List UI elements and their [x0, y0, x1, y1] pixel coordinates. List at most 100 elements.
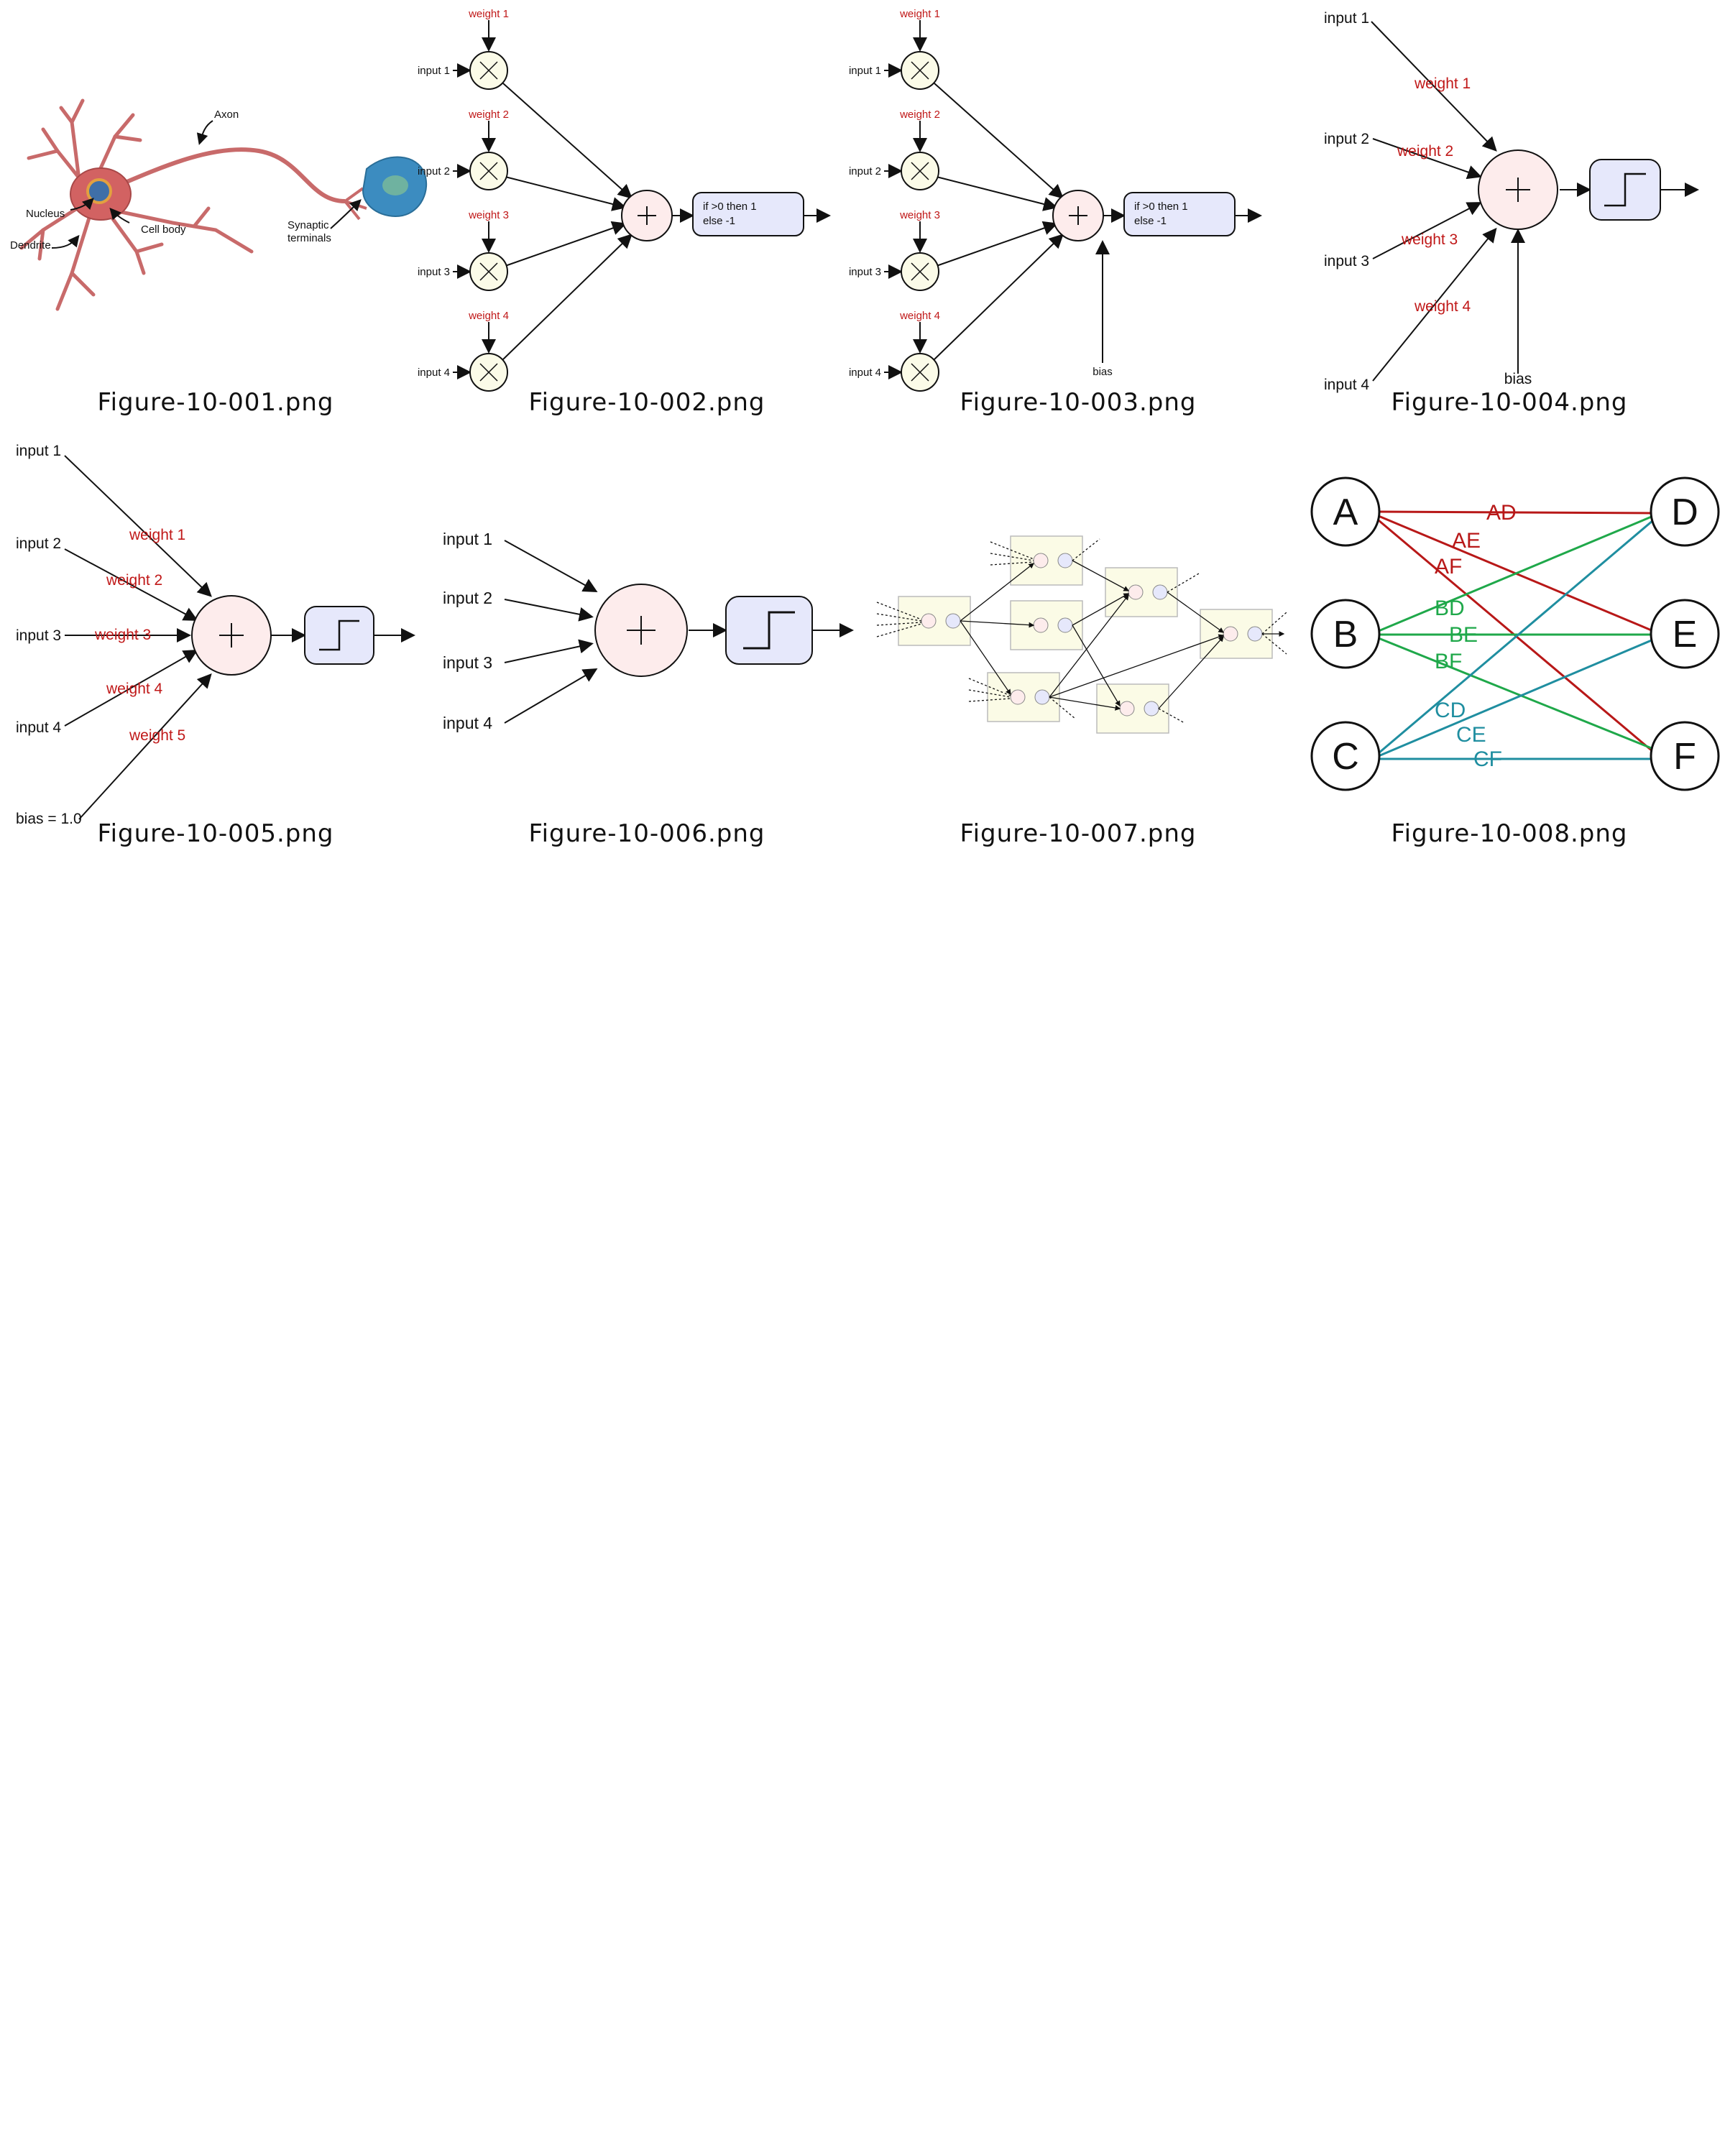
- dendrite-label: Dendrite: [10, 239, 51, 252]
- nucleus-shape: [86, 178, 112, 204]
- figure-tile-8: AD AE AF BD BE BF CD CE CF A B C D E F F…: [1294, 431, 1725, 862]
- simple-perceptron-diagram: input 1 input 2 input 3 input 4: [443, 530, 854, 732]
- axon-label: Axon: [214, 109, 239, 121]
- bias-label: bias: [1504, 371, 1532, 387]
- activation-line-2: else -1: [703, 215, 735, 227]
- sum-node: [621, 190, 673, 241]
- network-unit: [1010, 600, 1083, 650]
- multiply-node-1: [901, 51, 939, 90]
- input-label: input 4: [1324, 377, 1369, 393]
- sum-node: [1052, 190, 1104, 241]
- figure-tile-2: if >0 then 1 else -1 weight 1 weight 2 w…: [418, 0, 862, 431]
- network-unit: [1105, 567, 1178, 617]
- input-label: input 2: [16, 535, 61, 552]
- input-label: input 4: [443, 714, 492, 732]
- multiply-node-1: [469, 51, 508, 90]
- figure-tile-6: input 1 input 2 input 3 input 4 Figure-1…: [431, 431, 862, 862]
- sum-node: [191, 595, 272, 676]
- svg-text:F: F: [1673, 736, 1696, 778]
- figure-tile-1: Axon Nucleus Cell body Dendrite Synaptic…: [0, 0, 431, 431]
- input-label: input 1: [418, 65, 450, 77]
- step-activation-box: [1589, 159, 1661, 221]
- sum-node: [1478, 149, 1558, 230]
- multiply-node-4: [469, 353, 508, 392]
- svg-text:A: A: [1333, 492, 1358, 533]
- edge-label: AE: [1452, 529, 1481, 553]
- figure-caption: Figure-10-005.png: [97, 819, 334, 848]
- terminals-label: terminals: [288, 232, 331, 244]
- bias-label: bias = 1.0: [16, 811, 82, 827]
- cell-body-label: Cell body: [141, 224, 186, 236]
- network-unit: [1010, 535, 1083, 586]
- input-label: input 2: [418, 165, 450, 178]
- input-label: input 2: [1324, 131, 1369, 147]
- perceptron-bias-diagram: if >0 then 1 else -1 bias weight 1 weigh…: [849, 8, 1262, 392]
- network-unit: [987, 672, 1060, 722]
- weight-label: weight 3: [468, 209, 509, 221]
- weight-label: weight 4: [1414, 298, 1471, 315]
- figure-caption: Figure-10-006.png: [528, 819, 765, 848]
- weight-label: weight 3: [1401, 231, 1458, 248]
- target-nucleus-shape: [382, 175, 408, 195]
- graph-node-b: B: [1310, 599, 1381, 669]
- activation-line-2: else -1: [1134, 215, 1167, 227]
- input-label: input 2: [849, 165, 881, 178]
- edge-label: CD: [1435, 699, 1466, 722]
- figure-caption: Figure-10-001.png: [97, 388, 334, 417]
- edge-label: AD: [1486, 501, 1517, 525]
- weight-label: weight 2: [106, 572, 162, 589]
- bias-label: bias: [1092, 366, 1113, 378]
- weight-label: weight 1: [468, 8, 509, 20]
- input-label: input 1: [1324, 10, 1369, 27]
- input-label: input 1: [443, 530, 492, 548]
- input-label: input 3: [1324, 253, 1369, 270]
- figure-caption: Figure-10-008.png: [1391, 819, 1628, 848]
- activation-line-1: if >0 then 1: [703, 201, 757, 213]
- edge-label: CF: [1473, 747, 1502, 771]
- graph-node-e: E: [1650, 599, 1720, 669]
- activation-box: [692, 192, 804, 236]
- input-label: input 1: [849, 65, 881, 77]
- edge-ce: [1378, 638, 1654, 757]
- figure-tile-4: input 1 input 2 input 3 input 4 weight 1…: [1294, 0, 1725, 431]
- edge-cd: [1378, 519, 1654, 755]
- input-label: input 4: [849, 367, 881, 379]
- activation-line-1: if >0 then 1: [1134, 201, 1188, 213]
- svg-text:B: B: [1333, 614, 1358, 655]
- figure-caption: Figure-10-007.png: [960, 819, 1197, 848]
- input-label: input 3: [418, 266, 450, 278]
- input-label: input 1: [16, 443, 61, 459]
- edge-label: BD: [1435, 596, 1465, 620]
- svg-text:E: E: [1673, 614, 1698, 655]
- svg-text:C: C: [1332, 736, 1359, 778]
- figure-tile-3: if >0 then 1 else -1 bias weight 1 weigh…: [849, 0, 1294, 431]
- bipartite-graph: AD AE AF BD BE BF CD CE CF A B C D E F: [1310, 476, 1720, 791]
- multiply-node-4: [901, 353, 939, 392]
- activation-box: [1123, 192, 1236, 236]
- weight-label: weight 5: [129, 727, 185, 744]
- figure-caption: Figure-10-004.png: [1391, 388, 1628, 417]
- network-unit: [898, 596, 971, 646]
- perceptron-diagram: if >0 then 1 else -1 weight 1 weight 2 w…: [418, 8, 831, 392]
- weight-label: weight 1: [129, 527, 185, 543]
- edge-label: CE: [1456, 723, 1486, 747]
- multiply-node-2: [469, 152, 508, 190]
- step-perceptron-diagram: input 1 input 2 input 3 input 4 weight 1…: [1324, 10, 1699, 393]
- figure-tile-7: Figure-10-007.png: [862, 431, 1294, 862]
- figure-tile-5: input 1 input 2 input 3 input 4 bias = 1…: [0, 431, 431, 862]
- weight-label: weight 3: [94, 627, 151, 643]
- graph-node-f: F: [1650, 721, 1720, 791]
- weight-label: weight 2: [899, 109, 940, 121]
- multiply-node-3: [901, 252, 939, 291]
- weight-label: weight 2: [468, 109, 509, 121]
- weight-label: weight 2: [1397, 143, 1453, 160]
- multiply-node-2: [901, 152, 939, 190]
- graph-node-d: D: [1650, 476, 1720, 547]
- edge-ad: [1378, 510, 1654, 515]
- neuron-illustration: Axon Nucleus Cell body Dendrite Synaptic…: [10, 98, 428, 311]
- multiply-node-3: [469, 252, 508, 291]
- edge-bd: [1378, 515, 1654, 632]
- nucleus-label: Nucleus: [26, 208, 65, 220]
- svg-text:D: D: [1671, 492, 1698, 533]
- bias-input-diagram: input 1 input 2 input 3 input 4 bias = 1…: [16, 443, 415, 827]
